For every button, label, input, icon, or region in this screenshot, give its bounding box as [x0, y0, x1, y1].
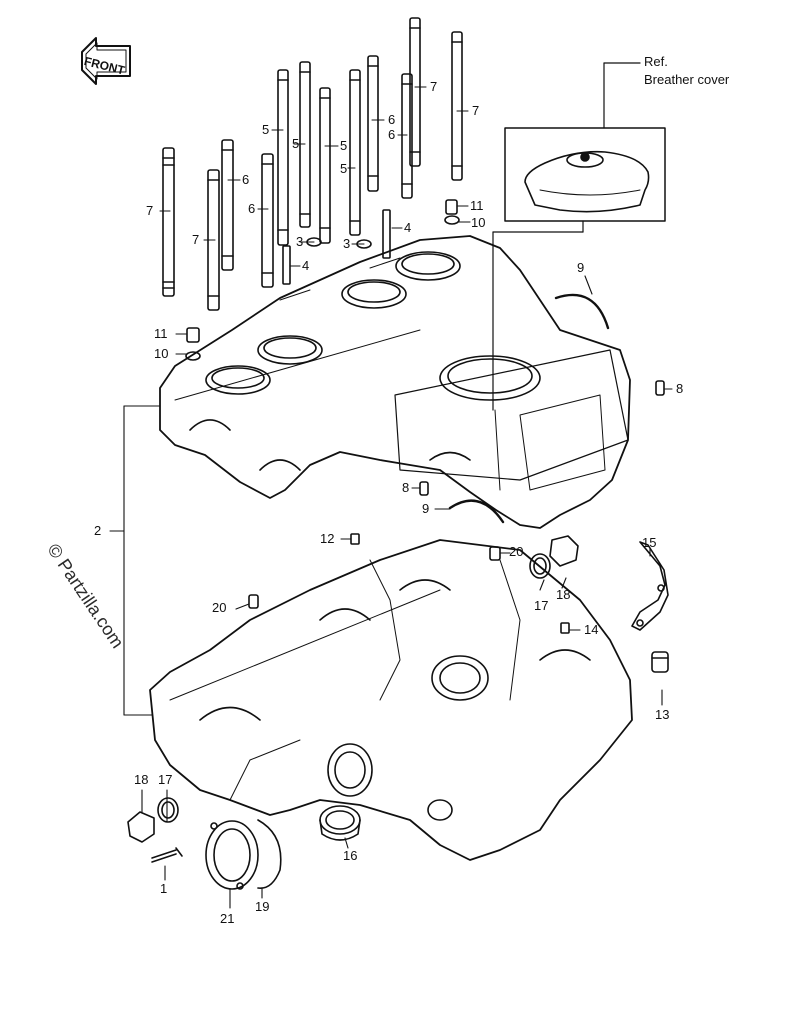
- callout-12: 12: [320, 531, 335, 546]
- callout-7: 7: [146, 203, 154, 218]
- stud-bolts: [162, 17, 463, 311]
- callout-5: 5: [292, 136, 300, 151]
- plug-18-left: [127, 797, 179, 843]
- leader-lines: [109, 86, 673, 909]
- callout-3: 3: [296, 234, 304, 249]
- callout-19: 19: [255, 899, 270, 914]
- cover-19-21: [205, 819, 282, 890]
- callout-1: 1: [160, 881, 168, 896]
- callout-6: 6: [388, 112, 396, 127]
- ref-note-line2: Breather cover: [644, 72, 730, 87]
- callout-10: 10: [154, 346, 169, 361]
- callout-18: 18: [556, 587, 571, 602]
- front-arrow-icon: [81, 37, 131, 85]
- callout-7: 7: [430, 79, 438, 94]
- ref-note-line1: Ref.: [644, 54, 668, 69]
- callout-11: 11: [154, 326, 168, 341]
- callout-3: 3: [343, 236, 351, 251]
- bolt-1: [151, 847, 183, 863]
- callout-6: 6: [388, 127, 396, 142]
- callout-8: 8: [676, 381, 684, 396]
- callout-10: 10: [471, 215, 486, 230]
- callout-4: 4: [404, 220, 412, 235]
- callout-5: 5: [340, 161, 348, 176]
- callout-13: 13: [655, 707, 670, 722]
- callout-5: 5: [262, 122, 270, 137]
- callout-11: 11: [470, 198, 484, 213]
- callout-6: 6: [242, 172, 250, 187]
- callout-17: 17: [534, 598, 549, 613]
- plug-13: [651, 651, 669, 673]
- washers-and-dowels: [185, 199, 665, 634]
- callout-20: 20: [509, 544, 524, 559]
- callout-5: 5: [340, 138, 348, 153]
- callout-4: 4: [302, 258, 310, 273]
- callout-21: 21: [220, 911, 235, 926]
- callout-9: 9: [577, 260, 585, 275]
- callout-16: 16: [343, 848, 358, 863]
- callout-2: 2: [94, 523, 102, 538]
- upper-crankcase: [159, 235, 631, 529]
- callout-14: 14: [584, 622, 599, 637]
- callout-7: 7: [192, 232, 200, 247]
- callout-7: 7: [472, 103, 480, 118]
- bracket-15: [631, 541, 669, 631]
- callout-6: 6: [248, 201, 256, 216]
- callout-9: 9: [422, 501, 430, 516]
- callout-8: 8: [402, 480, 410, 495]
- lower-crankcase: [149, 539, 633, 861]
- breather-cover-box: [492, 62, 666, 411]
- callout-17: 17: [158, 772, 173, 787]
- callout-15: 15: [642, 535, 657, 550]
- plug-18-right: [529, 535, 579, 579]
- callout-18: 18: [134, 772, 149, 787]
- callout-20: 20: [212, 600, 227, 615]
- bearing-16: [319, 805, 361, 841]
